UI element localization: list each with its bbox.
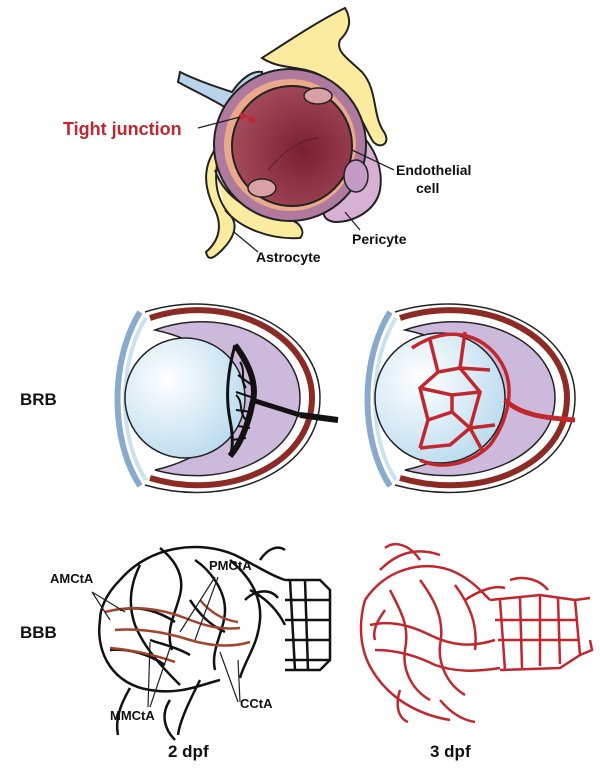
endothelial-cell-label-line2: cell (416, 180, 439, 196)
eye-3dpf-cornea (364, 310, 393, 488)
vessel-lumen (231, 85, 353, 207)
amcta-label: AMCtA (50, 571, 94, 586)
hyaloid-vasculature-red (411, 331, 576, 467)
pmcta-label: PMCtA (209, 558, 252, 573)
hyaloid-vasculature-black (226, 343, 339, 459)
pericyte-label: Pericyte (352, 231, 407, 247)
eye-2dpf-sclera (144, 303, 321, 494)
bbb-label-leaders (91, 576, 241, 708)
eye-3dpf (364, 303, 576, 494)
pericyte-nucleus (343, 159, 369, 193)
brain-vasculature-2dpf (98, 545, 332, 741)
endothelial-nucleus-top (303, 87, 333, 105)
stage-label-3dpf: 3 dpf (430, 742, 471, 761)
bbb-label: BBB (20, 623, 57, 642)
astrocyte-label: Astrocyte (256, 249, 321, 265)
endothelial-cell-label: Endothelial (396, 162, 471, 178)
tight-junction-label: Tight junction (63, 119, 182, 139)
brb-label: BRB (20, 390, 57, 409)
eye-2dpf-lens (124, 337, 246, 459)
brain-vasculature-3dpf (359, 543, 594, 724)
eye-3dpf-sclera (394, 303, 576, 494)
endothelial-nucleus-left (247, 178, 277, 198)
ccta-label: CCtA (240, 696, 273, 711)
eye-2dpf (114, 303, 339, 494)
eye-2dpf-cornea (114, 310, 143, 488)
mmcta-label: MMCtA (110, 708, 155, 723)
tight-junction-leader (197, 116, 241, 129)
eye-3dpf-lens (374, 332, 506, 464)
neurovascular-unit-diagram (176, 6, 388, 259)
stage-label-2dpf: 2 dpf (168, 742, 209, 761)
